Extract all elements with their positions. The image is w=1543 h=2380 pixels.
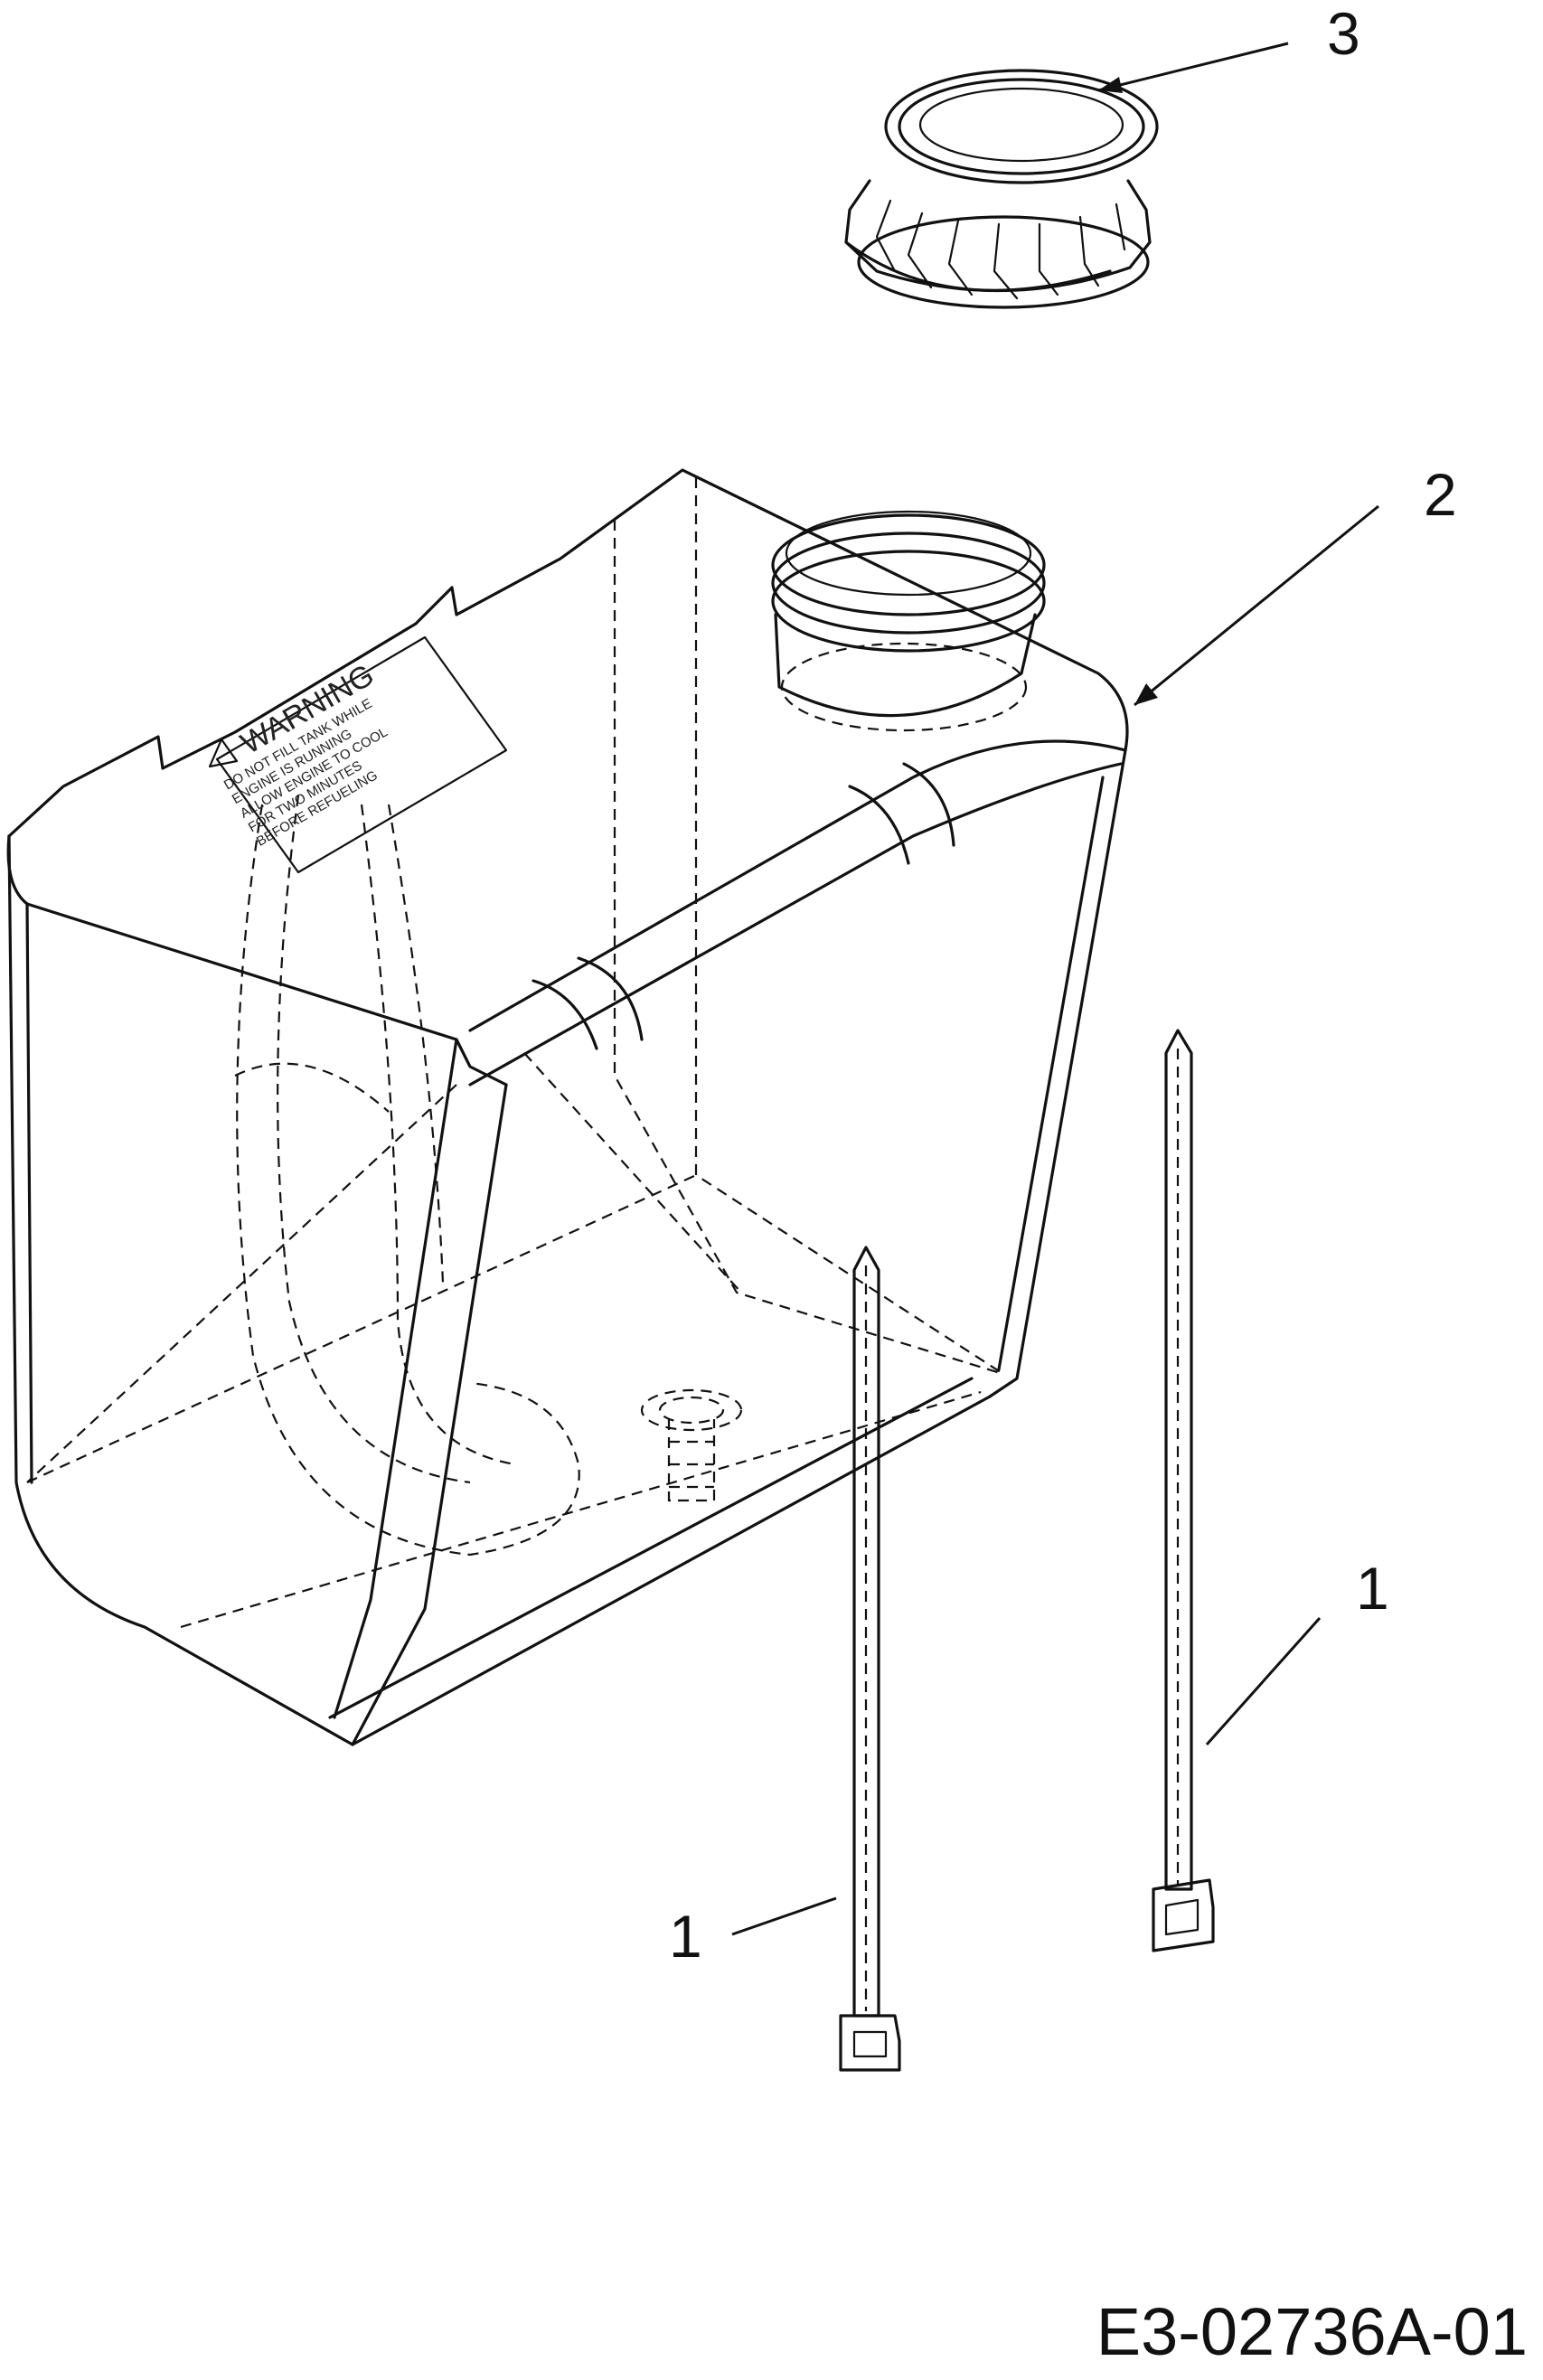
- cable-tie-right: [1152, 1029, 1215, 1952]
- leader-line-cap: [1097, 42, 1289, 92]
- leader-line-strap-right: [1205, 1617, 1322, 1745]
- fuel-tank: WARNING DO NOT FILL TANK WHILE ENGINE IS…: [6, 468, 1129, 1746]
- leader-arrow-cap: [1098, 77, 1123, 93]
- callout-cap: 3: [1327, 0, 1360, 67]
- fuel-cap: [844, 69, 1159, 309]
- leader-arrow-tank: [1134, 683, 1158, 705]
- callout-strap-left: 1: [669, 1903, 702, 1970]
- cable-tie-left: [839, 1246, 901, 2072]
- callout-strap-right: 1: [1356, 1555, 1389, 1622]
- leader-line-tank: [1134, 504, 1379, 707]
- drawing-code: E3-02736A-01: [1096, 2294, 1528, 2369]
- leader-line-strap-left: [731, 1896, 837, 1936]
- callout-tank: 2: [1424, 461, 1457, 528]
